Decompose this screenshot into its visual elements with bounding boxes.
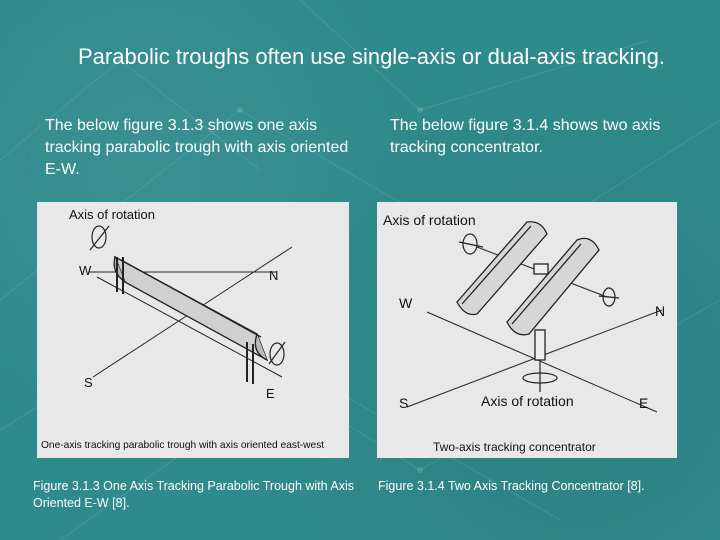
rotation-icon-bottom [522,362,558,392]
north-label: N [655,303,665,319]
slide-title: Parabolic troughs often use single-axis … [78,44,665,69]
rotation-icon-right [598,287,620,307]
two-axis-concentrator-diagram: Axis of rotation [383,212,665,454]
one-axis-trough-diagram: Axis of rotation W N S E [37,207,349,458]
figure-caption-in-image: Two-axis tracking concentrator [433,440,596,454]
pivot-mount [533,263,549,361]
south-label: S [399,395,408,411]
rotation-icon-east [268,341,286,366]
axis-of-rotation-label: Axis of rotation [69,207,155,222]
rotation-icon-top [458,233,484,255]
right-figure-caption: Figure 3.1.4 Two Axis Tracking Concentra… [378,479,645,493]
east-label: E [639,395,648,411]
figure-caption-in-image: One-axis tracking parabolic trough with … [41,440,324,451]
one-axis-trough-figure: Axis of rotation W N S E [37,202,349,458]
south-label: S [84,375,93,390]
axis-of-rotation-top-label: Axis of rotation [383,212,476,228]
left-figure-caption: Figure 3.1.3 One Axis Tracking Parabolic… [33,479,354,510]
collector-panels [456,221,600,336]
right-description: The below figure 3.1.4 shows two axis tr… [390,117,661,156]
north-label: N [269,268,278,283]
east-label: E [266,386,275,401]
west-label: W [399,295,413,311]
left-description: The below figure 3.1.3 shows one axis tr… [45,117,349,178]
two-axis-concentrator-figure: Axis of rotation [377,202,677,458]
axis-of-rotation-bottom-label: Axis of rotation [481,393,574,409]
west-label: W [79,263,92,278]
rotation-icon [89,225,110,251]
trough-supports [116,257,254,384]
